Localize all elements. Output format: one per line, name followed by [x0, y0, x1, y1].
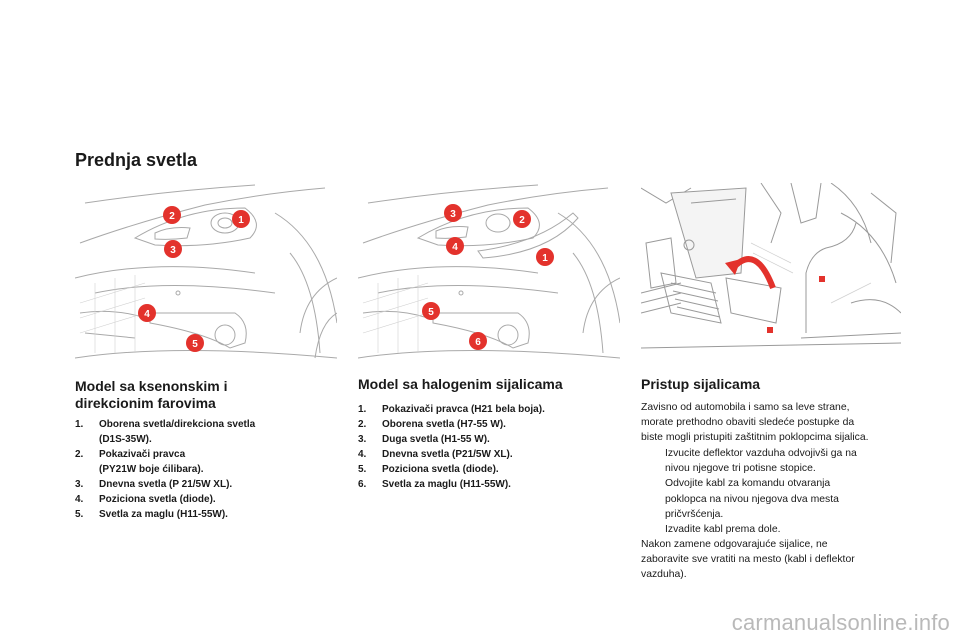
- svg-text:3: 3: [170, 245, 176, 256]
- bulb-access-illustration: [641, 183, 901, 365]
- halogen-heading: Model sa halogenim sijalicama: [358, 376, 563, 392]
- svg-text:6: 6: [475, 337, 481, 348]
- svg-text:5: 5: [192, 339, 198, 350]
- list-item: 1.Oborena svetla/direkciona svetla(D1S-3…: [75, 419, 256, 445]
- callout-4: 4: [446, 237, 464, 255]
- list-item: 2.Oborena svetla (H7-55 W).: [358, 419, 506, 430]
- list-item: Izvadite kabl prema dole.: [665, 524, 781, 536]
- list-item: 5.Svetla za maglu (H11-55W).: [75, 509, 228, 520]
- xenon-bulb-list: 1.Oborena svetla/direkciona svetla(D1S-3…: [75, 417, 345, 522]
- svg-text:1: 1: [238, 215, 244, 226]
- callout-5: 5: [186, 334, 204, 352]
- svg-text:2: 2: [519, 215, 525, 226]
- callout-6: 6: [469, 332, 487, 350]
- callout-1: 1: [232, 210, 250, 228]
- callout-5: 5: [422, 302, 440, 320]
- callout-4: 4: [138, 304, 156, 322]
- halogen-headlamp-illustration: 1 2 3 4 5 6: [358, 183, 620, 365]
- callout-3: 3: [164, 240, 182, 258]
- svg-text:5: 5: [428, 307, 434, 318]
- list-item: 1.Pokazivači pravca (H21 bela boja).: [358, 404, 545, 415]
- access-heading: Pristup sijalicama: [641, 376, 761, 392]
- fixing-points: [767, 276, 825, 333]
- list-item: 4.Poziciona svetla (diode).: [75, 494, 216, 505]
- svg-text:4: 4: [144, 309, 150, 320]
- svg-text:4: 4: [452, 242, 458, 253]
- page-title: Prednja svetla: [75, 150, 198, 170]
- svg-text:2: 2: [169, 211, 175, 222]
- list-item: 6.Svetla za maglu (H11-55W).: [358, 479, 511, 490]
- access-outro: Nakon zamene odgovarajuće sijalice, ne z…: [641, 539, 855, 581]
- xenon-callouts: 1 2 3 4 5: [138, 206, 250, 352]
- access-steps: Izvucite deflektor vazduha odvojivši ga …: [641, 446, 911, 537]
- list-item: 3.Duga svetla (H1-55 W).: [358, 434, 490, 445]
- list-item: 5.Poziciona svetla (diode).: [358, 464, 499, 475]
- callout-2: 2: [513, 210, 531, 228]
- list-item: 2.Pokazivači pravca(PY21W boje ćilibara)…: [75, 449, 204, 475]
- callout-3: 3: [444, 204, 462, 222]
- callout-1: 1: [536, 248, 554, 266]
- callout-2: 2: [163, 206, 181, 224]
- halogen-callouts: 1 2 3 4 5 6: [422, 204, 554, 350]
- watermark: carmanualsonline.info: [731, 610, 950, 635]
- halogen-bulb-list: 1.Pokazivači pravca (H21 bela boja). 2.O…: [358, 402, 628, 492]
- list-item: 3.Dnevna svetla (P 21/5W XL).: [75, 479, 233, 490]
- svg-text:3: 3: [450, 209, 456, 220]
- list-item: 4.Dnevna svetla (P21/5W XL).: [358, 449, 513, 460]
- access-intro: Zavisno od automobila i samo sa leve str…: [641, 402, 869, 444]
- list-item: Izvucite deflektor vazduha odvojivši ga …: [665, 448, 857, 475]
- xenon-heading: Model sa ksenonskim i direkcionim farovi…: [75, 378, 228, 411]
- svg-text:1: 1: [542, 253, 548, 264]
- xenon-headlamp-illustration: 1 2 3 4 5: [75, 183, 337, 365]
